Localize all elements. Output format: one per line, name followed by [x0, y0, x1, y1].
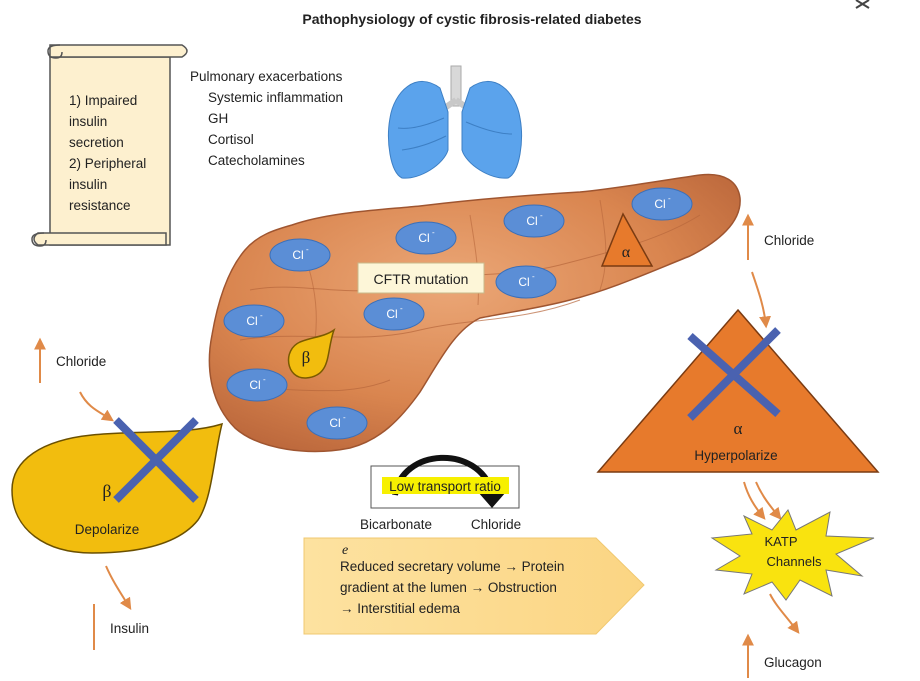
- chloride-ion: Cl-: [226, 368, 288, 402]
- chloride-ion: Cl-: [395, 221, 457, 255]
- consequence-line-2: gradient at the lumen → Obstruction: [340, 580, 557, 595]
- alpha-cross-icon: [687, 327, 781, 421]
- chloride-ion-label: Cl: [654, 197, 665, 211]
- beta-symbol-small: β: [302, 348, 311, 367]
- factor-item: Cortisol: [208, 132, 254, 147]
- alpha-symbol-small: α: [622, 244, 631, 261]
- lungs-icon: [388, 65, 522, 179]
- chloride-ion-label: Cl: [386, 307, 397, 321]
- chloride-ion-charge: -: [540, 211, 543, 220]
- chloride-ion-label: Cl: [249, 378, 260, 392]
- scroll-text-5: insulin: [69, 177, 107, 192]
- chloride-ion: Cl-: [631, 187, 693, 221]
- diagram-title: Pathophysiology of cystic fibrosis-relat…: [302, 11, 641, 27]
- chloride-ion: Cl-: [363, 297, 425, 331]
- chloride-ion-label: Cl: [246, 314, 257, 328]
- katp-channels-burst: [710, 509, 875, 601]
- chloride-ion-label: Cl: [418, 231, 429, 245]
- transport-chloride-label: Chloride: [471, 517, 521, 532]
- consequence-line-3: → Interstitial edema: [340, 601, 461, 616]
- chloride-ion-charge: -: [260, 311, 263, 320]
- chloride-ion-label: Cl: [329, 416, 340, 430]
- factor-item: Systemic inflammation: [208, 90, 343, 105]
- chloride-ion-label: Cl: [518, 275, 529, 289]
- chloride-ion-charge: -: [668, 194, 671, 203]
- chloride-ion: Cl-: [223, 304, 285, 338]
- chloride-curve-right: [751, 271, 772, 329]
- cftr-label: CFTR mutation: [374, 271, 469, 287]
- chloride-ion-label: Cl: [292, 248, 303, 262]
- chloride-ion-charge: -: [263, 375, 266, 384]
- chloride-ion-label: Cl: [526, 214, 537, 228]
- chloride-curve-left: [79, 391, 114, 422]
- close-icon[interactable]: [855, 0, 870, 9]
- transport-label: Low transport ratio: [389, 479, 501, 494]
- consequence-letter: e: [342, 543, 348, 558]
- transport-arrowhead: [478, 492, 506, 508]
- beta-cell-small: [287, 328, 336, 379]
- chloride-ion: Cl-: [503, 204, 565, 238]
- glucagon-curve-arrow: [769, 593, 800, 634]
- alpha-state-label: Hyperpolarize: [694, 448, 777, 463]
- consequence-arrow: [303, 537, 645, 635]
- chloride-ion: Cl-: [269, 238, 331, 272]
- scroll-text-1: 1) Impaired: [69, 93, 137, 108]
- consequence-line-1: Reduced secretary volume → Protein: [340, 559, 564, 574]
- insulin-curve-arrow: [105, 565, 132, 611]
- chloride-ion-charge: -: [306, 245, 309, 254]
- chloride-ion: Cl-: [495, 265, 557, 299]
- beta-chloride-label: Chloride: [56, 354, 106, 369]
- chloride-ion-charge: -: [400, 304, 403, 313]
- chloride-ion-charge: -: [432, 228, 435, 237]
- alpha-cell-small: [600, 212, 654, 267]
- transport-highlight: [382, 477, 509, 494]
- chloride-ion-charge: -: [532, 272, 535, 281]
- scroll-text-2: insulin: [69, 114, 107, 129]
- chloride-ions: Cl-Cl-Cl-Cl-Cl-Cl-Cl-Cl-Cl-: [223, 187, 693, 440]
- factor-item: GH: [208, 111, 228, 126]
- scroll-text-4: 2) Peripheral: [69, 156, 146, 171]
- chloride-ion: Cl-: [306, 406, 368, 440]
- beta-cross-icon: [113, 417, 199, 503]
- katp-arrow-1: [743, 481, 766, 520]
- glucagon-label: Glucagon: [764, 655, 822, 670]
- scroll-note: [31, 44, 188, 247]
- factors-heading: Pulmonary exacerbations: [190, 69, 343, 84]
- beta-state-label: Depolarize: [75, 522, 140, 537]
- katp-label-1: KATP: [765, 534, 798, 549]
- alpha-symbol: α: [734, 419, 743, 438]
- beta-symbol: β: [102, 481, 111, 501]
- bicarbonate-label: Bicarbonate: [360, 517, 432, 532]
- factor-item: Catecholamines: [208, 153, 305, 168]
- scroll-text-6: resistance: [69, 198, 131, 213]
- chloride-ion-charge: -: [343, 413, 346, 422]
- beta-cell: [11, 422, 224, 554]
- insulin-label: Insulin: [110, 621, 149, 636]
- alpha-cell: [596, 308, 880, 473]
- katp-arrow-2: [755, 481, 782, 520]
- alpha-chloride-label: Chloride: [764, 233, 814, 248]
- cftr-label-box: [357, 262, 485, 294]
- scroll-text-3: secretion: [69, 135, 124, 150]
- katp-label-2: Channels: [767, 554, 822, 569]
